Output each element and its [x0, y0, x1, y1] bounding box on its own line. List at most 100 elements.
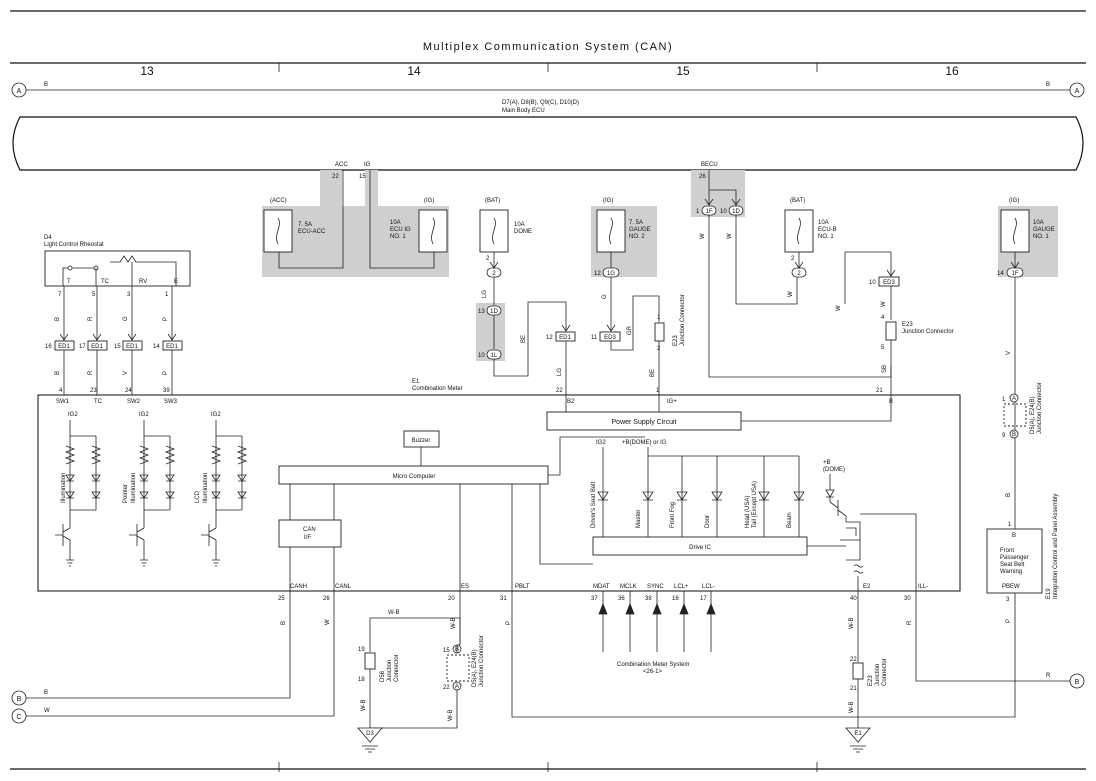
led-group-label: LCD: [195, 490, 201, 503]
fuse-symbol: [609, 217, 613, 245]
meter-terminal: MDAT: [593, 584, 610, 590]
pin-number: 18: [358, 677, 365, 683]
connector-b: [1009, 429, 1019, 439]
micro-pins: [459, 484, 513, 591]
pin-number: 15: [359, 174, 366, 180]
indicator-label: Front Fog: [670, 502, 676, 528]
pin-number: 30: [904, 596, 911, 602]
pin-number: 1: [1008, 522, 1012, 528]
connector-name: Connector: [882, 658, 888, 686]
led-group-label: Illumination: [131, 473, 137, 503]
meter-terminal: CANH: [290, 584, 307, 590]
connector-arrows: [59, 198, 1020, 341]
junction-connector-d5: [446, 654, 470, 682]
main-ecu-connectors: D7(A), D8(B), Q9(C), D10(D): [502, 100, 579, 106]
fuse-name: ECU-B: [818, 227, 837, 233]
rheostat-internal: [62, 255, 177, 286]
pin-number: 38: [645, 596, 652, 602]
meter-terminal: CANL: [335, 584, 352, 590]
meter-terminal: B2: [567, 399, 575, 405]
wire-color: W: [836, 305, 842, 311]
pin-number: 1: [657, 315, 661, 321]
pin-number: 1: [165, 292, 169, 298]
wire-end-label: C: [16, 714, 21, 721]
wire-color: W-B: [388, 610, 400, 616]
meter-terminal: SW3: [164, 399, 178, 405]
connector-id: B: [1012, 432, 1016, 438]
ground-d3-icon: [357, 727, 383, 743]
connector-id: D5(A), E24(B): [1030, 396, 1036, 434]
indicator-label: Door: [705, 515, 711, 528]
wire-color: B: [281, 621, 287, 625]
wire-color: B: [55, 371, 61, 375]
fuse-supply: (IG): [1009, 198, 1019, 204]
connector-id: E23: [902, 322, 913, 328]
terminal-label: PBEW: [1002, 584, 1020, 590]
fuse-symbol: [431, 217, 435, 245]
ecu-terminal: BECU: [701, 162, 718, 168]
connector-id: 2: [492, 271, 496, 277]
integration-control-panel: [986, 528, 1043, 594]
component-text: Passenger: [1000, 555, 1029, 561]
supply-label: IG2: [211, 412, 221, 418]
connector-id: 2: [797, 271, 801, 277]
fuse-supply: (ACC): [270, 198, 287, 204]
connector-name: Connector: [394, 654, 400, 682]
section-number: 13: [140, 64, 154, 78]
fuse-rating: 10A: [818, 220, 829, 226]
led-group-label: Pointer: [123, 484, 129, 503]
wire-color: W: [727, 233, 733, 239]
fuse-name: GAUGE: [1033, 227, 1055, 233]
pin-number: 2: [486, 256, 490, 262]
fuse-rating: 7. 5A: [298, 222, 312, 228]
junction-connector-d56: [364, 652, 376, 670]
meter-terminal: SW2: [127, 399, 141, 405]
wire-color: R: [88, 316, 94, 321]
pin-number: 12: [594, 271, 601, 277]
component-name: Integration Control and Panel Assembly: [1053, 494, 1059, 599]
pin-number: 22: [443, 685, 450, 691]
terminal-label: B: [1012, 533, 1016, 539]
fuse-name: ECU-ACC: [298, 229, 326, 235]
pin-number: 23: [90, 388, 97, 394]
wire-color: W-B: [849, 617, 855, 629]
fuse-rating: 10A: [390, 220, 401, 226]
ig-wire: [369, 170, 435, 269]
connector-ed1: [87, 340, 108, 351]
indicator-label: Master: [636, 510, 642, 528]
seat-belt-driver-circuit: [825, 474, 917, 591]
fuse-number: NO. 1: [1033, 234, 1049, 240]
meter-terminal: E2: [863, 584, 871, 590]
pin-number: 36: [618, 596, 625, 602]
wire-color: V: [1006, 351, 1012, 355]
wire-end-label: A: [1075, 88, 1080, 95]
pin-number: 22: [556, 388, 563, 394]
ground-symbol: [850, 745, 866, 753]
pbew-wire: [511, 591, 1016, 718]
wire-color: W: [325, 619, 331, 625]
canh-wire: [26, 591, 291, 699]
fuse-name: GAUGE: [629, 227, 651, 233]
connector-id: E23: [868, 675, 874, 686]
fuse-supply: (IG): [603, 198, 613, 204]
wire-color: W-B: [849, 701, 855, 713]
pin-number: 4: [59, 388, 63, 394]
meter-terminal: ILL-: [918, 584, 928, 590]
pin-number: 39: [163, 388, 170, 394]
connector-id: A: [455, 684, 459, 690]
pin-number: 14: [153, 344, 160, 350]
combination-meter-system-arrows: [598, 591, 716, 652]
connector-ed1: [122, 340, 143, 351]
supply-label: +B: [823, 460, 831, 466]
ground-wire: [369, 617, 461, 653]
pointer-led-group: [129, 420, 176, 567]
meter-terminal: TC: [94, 399, 103, 405]
connector-a: [1009, 393, 1019, 403]
wire-color: R: [1046, 673, 1051, 679]
ill-wire: [915, 591, 1070, 682]
fuse-rating: 7. 5A: [629, 220, 643, 226]
drive-ic-label: Drive IC: [689, 545, 711, 551]
junction-connector-e23: [852, 662, 864, 680]
junction-connector-e23: [654, 322, 665, 342]
meter-terminal: LCL-: [702, 584, 715, 590]
